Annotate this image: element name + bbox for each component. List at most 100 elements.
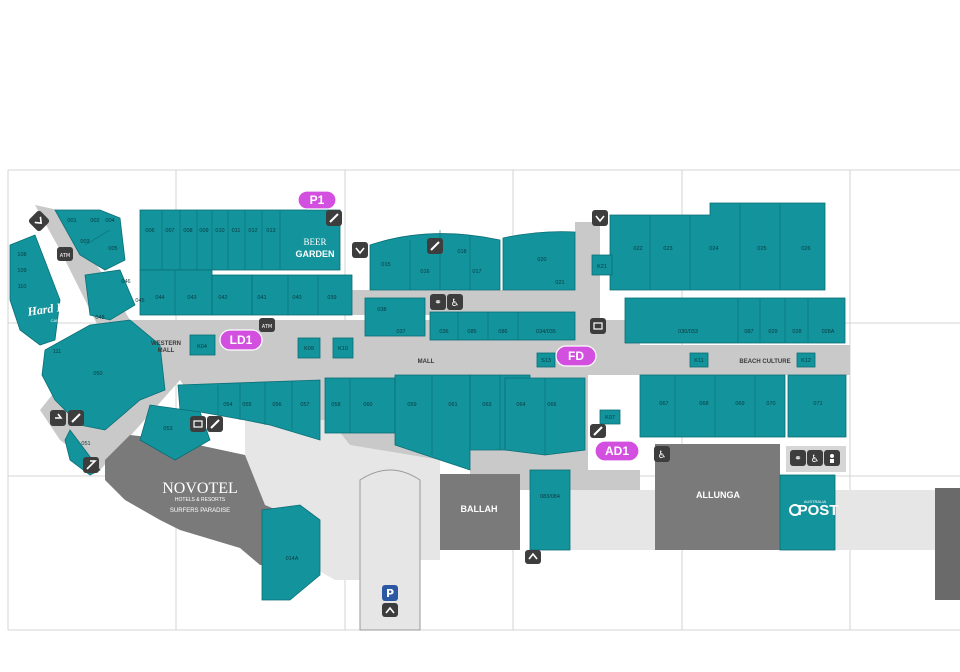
family-toilet-icon[interactable]: ♿ <box>654 446 670 462</box>
kiosk-k11: K11 <box>694 358 703 364</box>
unit-016: 016 <box>420 269 429 275</box>
unit-020: 020 <box>537 257 546 263</box>
arrow-down-icon[interactable] <box>592 210 608 226</box>
atm-icon[interactable]: ATM <box>259 318 275 332</box>
unit-064: 064 <box>516 402 525 408</box>
unit-003: 003 <box>80 239 89 245</box>
svg-text:ATM: ATM <box>60 253 70 259</box>
svg-text:FD: FD <box>568 349 584 363</box>
unit-dividers <box>84 203 809 455</box>
unit-054: 054 <box>223 402 232 408</box>
unit-083-084: 083/084 <box>540 494 560 500</box>
parking-icon[interactable]: P <box>382 585 398 601</box>
post-logo-sub: AUSTRALIA <box>804 499 827 504</box>
parents-room-icon[interactable] <box>190 416 206 432</box>
beer-garden-logo-top: BEER <box>303 237 326 247</box>
unit-041: 041 <box>257 295 266 301</box>
unit-043: 043 <box>187 295 196 301</box>
escalator-icon[interactable] <box>427 238 443 254</box>
unit-001: 001 <box>67 218 76 224</box>
location-markers[interactable]: P1 LD1 FD AD1 <box>219 190 640 462</box>
novotel-building <box>105 435 300 565</box>
western-mall-label-2: MALL <box>158 348 175 354</box>
marker-ld1[interactable]: LD1 <box>219 329 263 351</box>
unit-085: 085 <box>467 329 476 335</box>
svg-text:♿: ♿ <box>811 454 820 465</box>
unit-002: 002 <box>90 218 99 224</box>
escalator-icon[interactable] <box>326 210 342 226</box>
unit-012: 012 <box>248 228 257 234</box>
amenity-icons: ⚭ ♿ ATM ATM ♿ ⚭ ♿ P <box>28 210 846 617</box>
unit-060: 060 <box>363 402 372 408</box>
svg-text:⚭: ⚭ <box>794 454 802 464</box>
arrow-up-icon[interactable] <box>525 550 541 564</box>
unit-028: 028 <box>792 329 801 335</box>
allunga-building <box>655 444 780 550</box>
arrow-down-icon[interactable] <box>352 242 368 258</box>
accessible-toilet-icon[interactable]: ♿ <box>447 294 463 310</box>
toilets-icon[interactable]: ⚭ <box>430 294 446 310</box>
arrow-up-right-icon[interactable] <box>83 457 99 473</box>
unit-037: 037 <box>396 329 405 335</box>
grey-buildings <box>105 435 960 600</box>
unit-010: 010 <box>215 228 224 234</box>
atm-icon[interactable]: ATM <box>57 247 73 261</box>
beach-culture-label: BEACH CULTURE <box>739 359 790 365</box>
kiosk-s13: S13 <box>541 358 551 364</box>
unit-044: 044 <box>155 295 164 301</box>
unit-056: 056 <box>272 402 281 408</box>
unit-048: 048 <box>95 315 104 321</box>
novotel-logo-place: SURFERS PARADISE <box>170 508 230 514</box>
unit-067: 067 <box>659 401 668 407</box>
unit-066: 066 <box>547 402 556 408</box>
marker-fd[interactable]: FD <box>555 345 597 367</box>
unit-029: 029 <box>768 329 777 335</box>
unit-058: 058 <box>331 402 340 408</box>
unit-017: 017 <box>472 269 481 275</box>
kiosk-k21: K21 <box>597 264 607 270</box>
toilets-icon[interactable]: ⚭ <box>790 450 806 466</box>
arrow-up-icon[interactable] <box>382 603 398 617</box>
unit-009: 009 <box>199 228 208 234</box>
escalator-icon[interactable] <box>68 410 84 426</box>
marker-p1[interactable]: P1 <box>297 190 337 210</box>
kiosk-k07: K07 <box>605 415 615 421</box>
arrow-right-icon[interactable] <box>50 410 66 426</box>
unit-069: 069 <box>735 401 744 407</box>
unit-110: 110 <box>18 284 27 290</box>
beer-garden-logo-bottom: GARDEN <box>295 249 334 259</box>
escalator-icon[interactable] <box>590 424 606 438</box>
marker-ad1[interactable]: AD1 <box>594 440 640 462</box>
baby-change-icon[interactable] <box>824 450 840 466</box>
unit-109: 109 <box>17 268 26 274</box>
unit-061: 061 <box>448 402 457 408</box>
escalator-icon[interactable] <box>207 416 223 432</box>
ballah-building <box>440 474 520 550</box>
unit-046: 046 <box>121 279 130 285</box>
unit-015: 015 <box>381 262 390 268</box>
area-labels: WESTERN MALL MALL BEACH CULTURE BALLAH A… <box>151 341 791 514</box>
hard-rock-logo-sub: CAFE <box>51 318 62 323</box>
unit-005: 005 <box>108 246 117 252</box>
unit-004: 004 <box>105 218 114 224</box>
parents-room-icon[interactable] <box>590 318 606 334</box>
unit-040: 040 <box>292 295 301 301</box>
arrow-down-icon[interactable] <box>28 210 51 233</box>
mall-label: MALL <box>418 359 435 365</box>
novotel-logo-sub: HOTELS & RESORTS <box>175 497 226 503</box>
unit-018: 018 <box>457 249 466 255</box>
unit-028a: 028A <box>822 329 835 335</box>
unit-014a: 014A <box>286 556 299 562</box>
unit-070: 070 <box>766 401 775 407</box>
svg-text:P1: P1 <box>310 193 325 207</box>
unit-086: 086 <box>498 329 507 335</box>
post-logo-mark-icon <box>789 504 801 516</box>
unit-038: 038 <box>377 307 386 313</box>
svg-text:⚭: ⚭ <box>434 298 442 308</box>
accessible-toilet-icon[interactable]: ♿ <box>807 450 823 466</box>
unit-111: 111 <box>53 349 61 355</box>
kiosk-k12: K12 <box>801 358 811 364</box>
unit-036: 036 <box>439 329 448 335</box>
unit-007: 007 <box>165 228 174 234</box>
unit-055: 055 <box>242 402 251 408</box>
